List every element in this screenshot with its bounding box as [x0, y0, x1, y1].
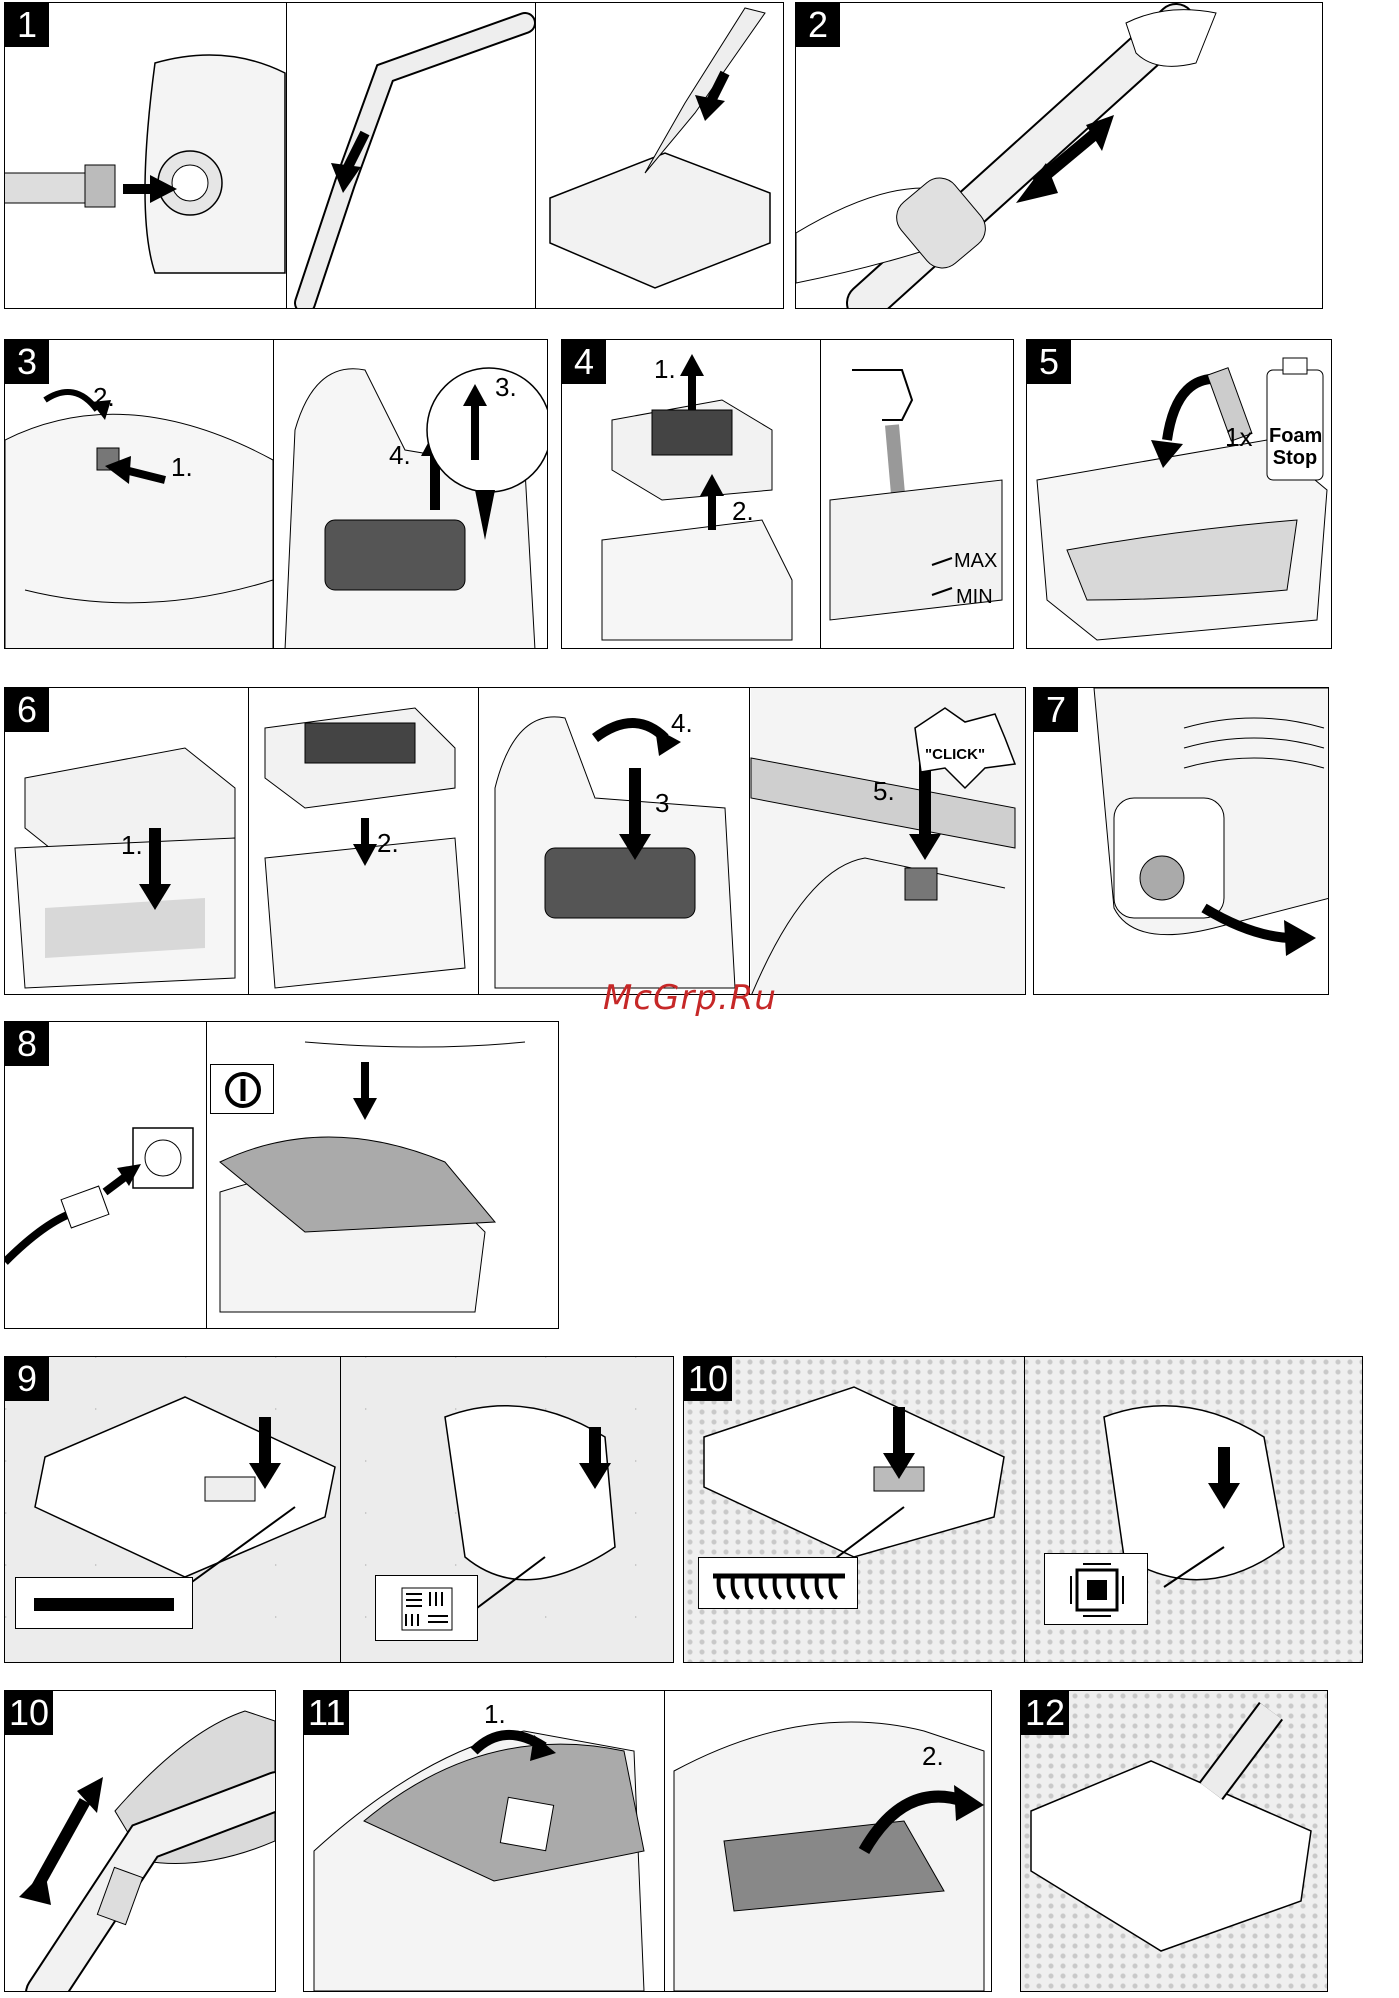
carpet-brush-mode-callout	[698, 1557, 858, 1609]
max-level-label: MAX	[954, 550, 997, 573]
step-3-panel: 3 2. 1. 3. 4.	[4, 339, 548, 649]
callout-2: 2.	[377, 828, 399, 859]
step-11-number: 11	[304, 1691, 349, 1735]
min-level-label: MIN	[956, 586, 993, 609]
step-10-handle-panel: 10	[4, 1690, 276, 1992]
step-10-handle-illustration	[5, 1691, 276, 1992]
carpet-mode-callout	[1044, 1553, 1148, 1625]
watermark-text: McGrp.Ru	[603, 978, 777, 1018]
foam-label: Foam	[1269, 425, 1321, 447]
carpet-icon	[1045, 1554, 1149, 1626]
step-6-panel: 6 1. 2. 3 4. 5. "CLICK"	[4, 687, 1026, 995]
step-10-floor-panel: 10	[683, 1356, 1363, 1663]
step-12-illustration	[1021, 1691, 1328, 1992]
step-9-panel: 9	[4, 1356, 674, 1663]
step-8-illustration	[5, 1022, 559, 1329]
step-10-handle-number: 10	[5, 1691, 53, 1735]
callout-2: 2.	[732, 496, 754, 527]
step-7-number: 7	[1034, 688, 1078, 732]
step-10-floor-number: 10	[684, 1357, 732, 1401]
foam-stop-bottle-label: Foam Stop	[1269, 425, 1321, 469]
parquet-mode-callout	[375, 1575, 478, 1641]
stop-label: Stop	[1269, 447, 1321, 469]
hard-floor-mode-callout	[15, 1577, 193, 1629]
power-button-callout	[210, 1064, 274, 1114]
callout-1: 1.	[171, 452, 193, 483]
step-12-number: 12	[1021, 1691, 1069, 1735]
callout-5: 5.	[873, 776, 895, 807]
quantity-label: 1x	[1225, 422, 1252, 453]
callout-3: 3	[655, 788, 669, 819]
parquet-icon	[376, 1576, 479, 1642]
step-12-panel: 12	[1020, 1690, 1328, 1992]
power-button-icon	[211, 1065, 275, 1115]
step-7-illustration	[1034, 688, 1329, 995]
step-4-panel: 4 1. 2. MAX MIN	[561, 339, 1014, 649]
hard-floor-icon	[16, 1578, 194, 1630]
step-8-panel: 8	[4, 1021, 559, 1329]
step-2-illustration	[796, 3, 1323, 309]
step-2-panel: 2	[795, 2, 1323, 309]
step-11-panel: 11 1. 2.	[303, 1690, 992, 1992]
step-5-panel: 5 1x Foam Stop	[1026, 339, 1332, 649]
step-8-number: 8	[5, 1022, 49, 1066]
step-3-illustration	[5, 340, 548, 649]
step-1-panel: 1	[4, 2, 784, 309]
step-9-number: 9	[5, 1357, 49, 1401]
step-3-number: 3	[5, 340, 49, 384]
step-6-illustration	[5, 688, 1026, 995]
step-4-number: 4	[562, 340, 606, 384]
callout-2: 2.	[93, 382, 115, 413]
step-5-number: 5	[1027, 340, 1071, 384]
callout-1: 1.	[121, 830, 143, 861]
step-11-illustration	[304, 1691, 992, 1992]
step-1-number: 1	[5, 3, 49, 47]
step-6-number: 6	[5, 688, 49, 732]
callout-1: 1.	[654, 354, 676, 385]
step-4-illustration	[562, 340, 1014, 649]
callout-2: 2.	[922, 1741, 944, 1772]
callout-4: 4.	[671, 708, 693, 739]
callout-4: 4.	[389, 440, 411, 471]
step-1-illustration	[5, 3, 784, 309]
step-10-floor-illustration	[684, 1357, 1363, 1663]
callout-3: 3.	[495, 372, 517, 403]
step-7-panel: 7	[1033, 687, 1329, 995]
callout-1: 1.	[484, 1699, 506, 1730]
step-2-number: 2	[796, 3, 840, 47]
step-5-illustration	[1027, 340, 1332, 649]
click-sound-label: "CLICK"	[925, 746, 985, 763]
brush-bristles-icon	[699, 1558, 859, 1610]
